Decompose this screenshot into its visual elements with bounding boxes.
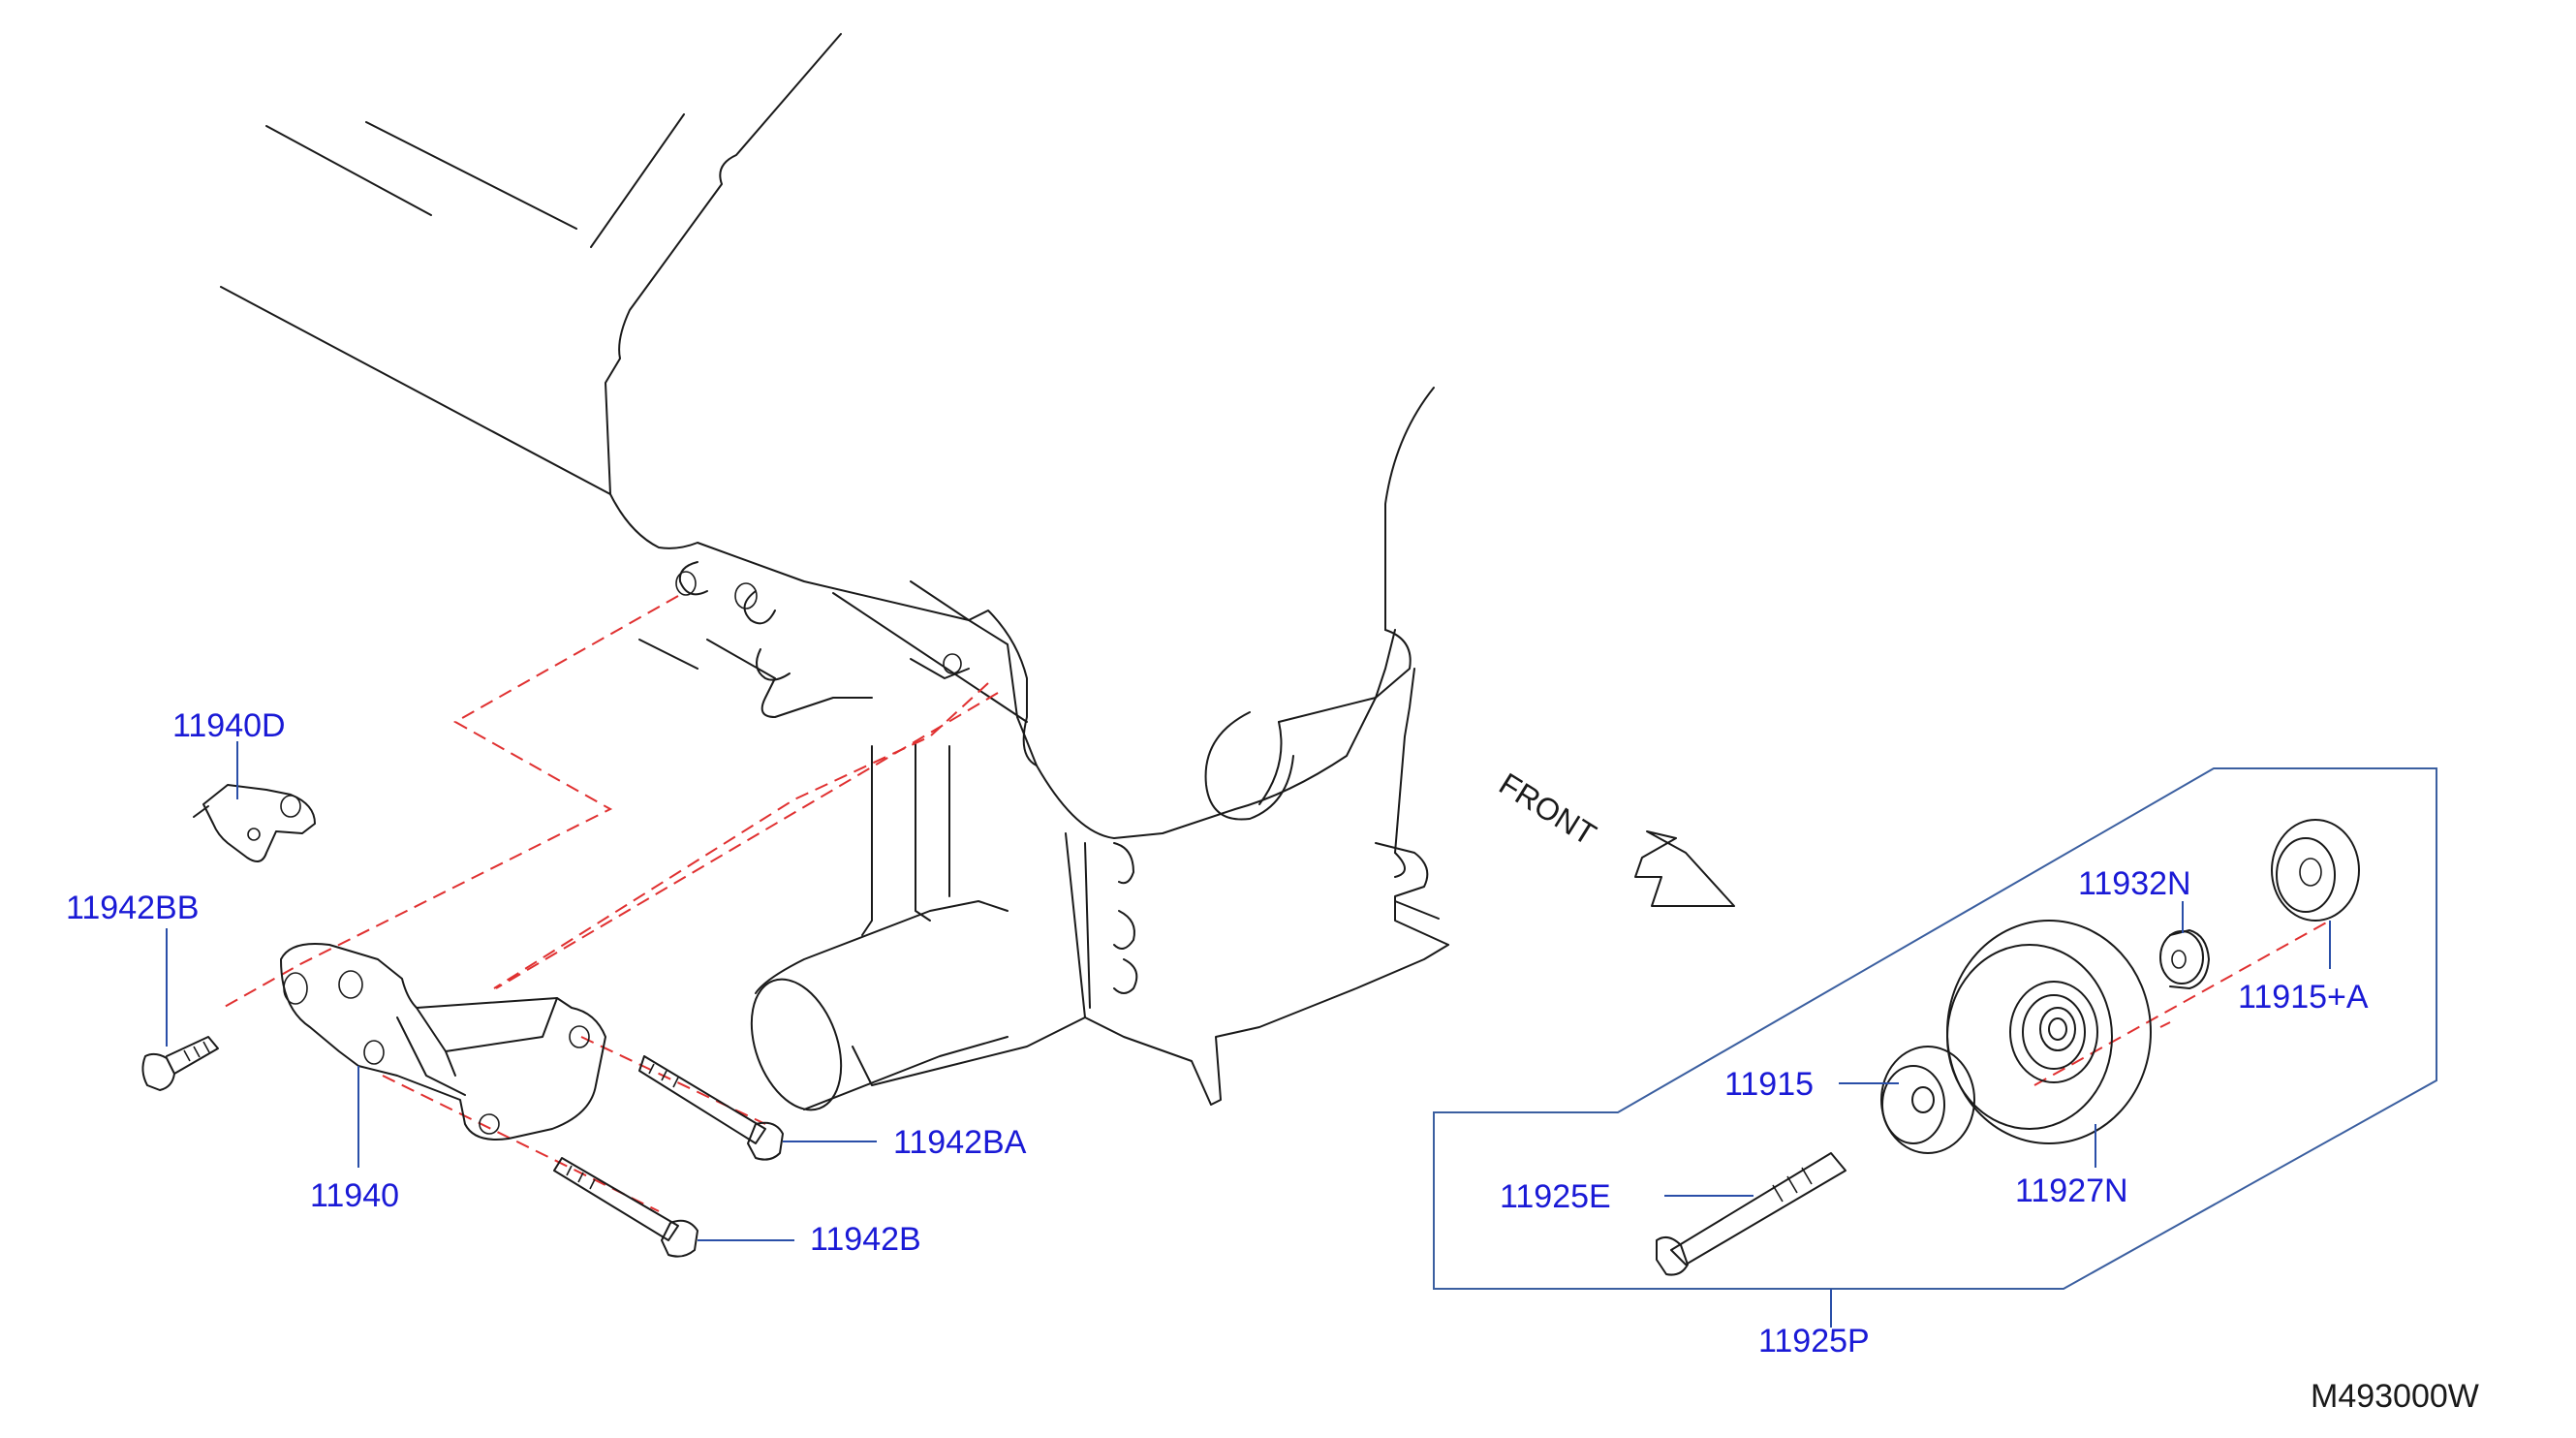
washer-11915 (1880, 1046, 1975, 1154)
label-11940: 11940 (310, 1177, 399, 1214)
bolt-11942BB (141, 1036, 219, 1091)
callout-leaders (166, 741, 2331, 1328)
washer-11915A (2271, 819, 2360, 922)
label-11927N: 11927N (2015, 1172, 2128, 1209)
bolt-11942BA (638, 1055, 784, 1161)
diagram-reference-code: M493000W (2311, 1378, 2479, 1415)
front-label: FRONT (1493, 766, 1602, 852)
label-11942B: 11942B (810, 1221, 921, 1258)
label-11925P: 11925P (1758, 1323, 1870, 1360)
label-11942BB: 11942BB (66, 890, 199, 926)
part-labels: 11940D 11942BB 11940 11942BA 11942B 1193… (66, 707, 2369, 1360)
pulley-11927N (1946, 920, 2152, 1144)
label-11940D: 11940D (172, 707, 286, 744)
label-11925E: 11925E (1500, 1178, 1611, 1215)
label-11942BA: 11942BA (893, 1124, 1027, 1161)
kit-box-11925P (1433, 767, 2437, 1290)
alignment-dash-lines (222, 595, 2331, 1212)
clip-11940D (193, 784, 316, 862)
engine-block-outline (220, 33, 1449, 1111)
bolt-11925E (1656, 1152, 1847, 1276)
label-11915: 11915 (1724, 1066, 1814, 1103)
spacer-11932N (2159, 929, 2210, 989)
label-11932N: 11932N (2078, 865, 2191, 902)
label-11915A: 11915+A (2238, 979, 2369, 1016)
bracket-11940 (280, 943, 606, 1141)
front-arrow-icon (1634, 830, 1735, 907)
front-direction-indicator: FRONT (1493, 766, 1735, 907)
bolt-11942B (553, 1157, 698, 1258)
